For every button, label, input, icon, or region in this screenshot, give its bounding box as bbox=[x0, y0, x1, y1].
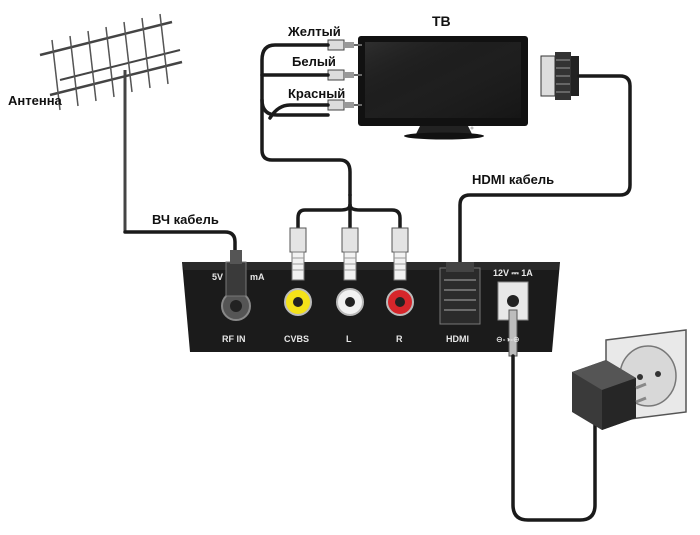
rca-cable bbox=[260, 43, 402, 230]
white-label: Белый bbox=[292, 54, 336, 69]
dc-rating-label: 12V ⎓ 1A bbox=[493, 268, 533, 278]
cvbs-label: CVBS bbox=[284, 334, 309, 344]
red-label: Красный bbox=[288, 86, 345, 101]
rf-in-jack bbox=[221, 250, 251, 321]
dc-power-port bbox=[497, 281, 529, 357]
audio-left-label: L bbox=[346, 334, 352, 344]
cvbs-jack bbox=[284, 227, 312, 316]
hdmi-port bbox=[439, 262, 481, 325]
audio-right-label: R bbox=[396, 334, 403, 344]
polarity-label: ⊖-◑-⊕ bbox=[496, 335, 520, 344]
rf-in-label: RF IN bbox=[222, 334, 246, 344]
antenna-icon bbox=[39, 13, 183, 232]
power-current-label: mA bbox=[250, 272, 265, 282]
antenna-label: Антенна bbox=[8, 93, 63, 108]
tv-icon bbox=[358, 36, 528, 140]
hdmi-cable-label: HDMI кабель bbox=[472, 172, 554, 187]
rf-cable bbox=[123, 230, 237, 270]
hdmi-cable bbox=[458, 74, 632, 270]
power-cable bbox=[511, 354, 597, 522]
audio-right-jack bbox=[386, 227, 414, 316]
tv-hdmi-plug bbox=[540, 52, 579, 100]
yellow-label: Желтый bbox=[287, 24, 341, 39]
power-adapter-icon bbox=[572, 360, 647, 430]
tv-label: ТВ bbox=[432, 13, 451, 29]
rf-cable-label: ВЧ кабель bbox=[152, 212, 219, 227]
power-label: 5V bbox=[212, 272, 223, 282]
audio-left-jack bbox=[336, 227, 364, 316]
hdmi-port-label: HDMI bbox=[446, 334, 469, 344]
